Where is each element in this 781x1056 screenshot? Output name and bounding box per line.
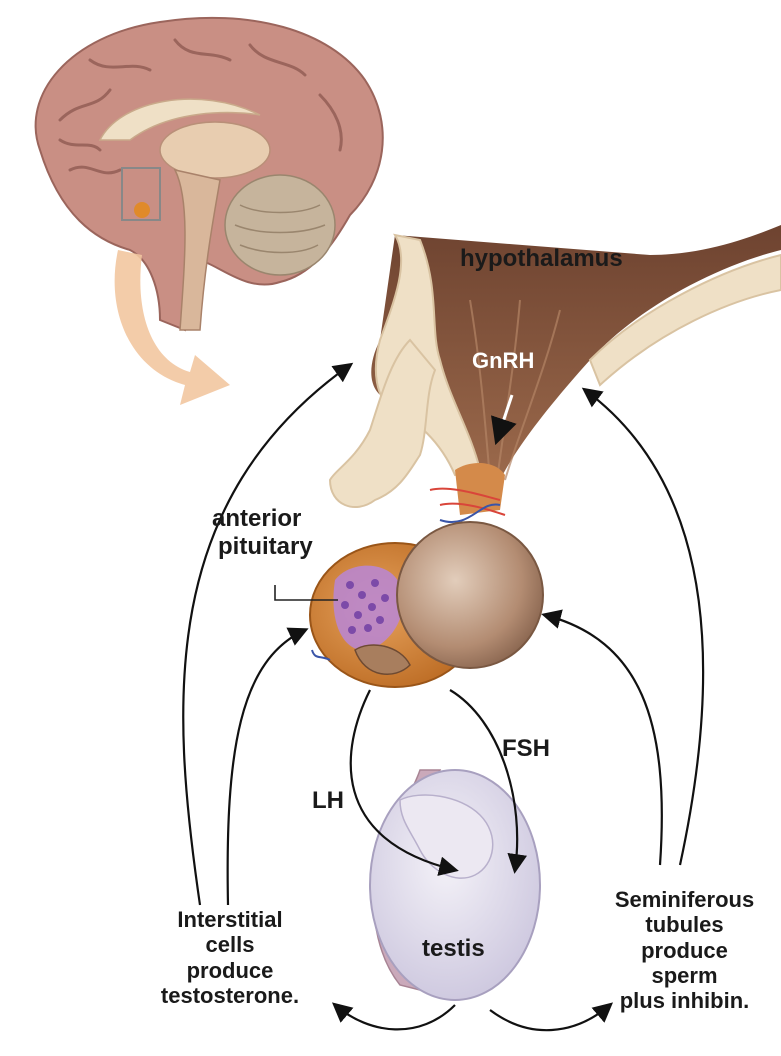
gnrh-label: GnRH [472, 348, 534, 373]
interstitial-line-4: testosterone. [135, 983, 325, 1008]
seminiferous-line-1: Seminiferous [592, 887, 777, 912]
seminiferous-line-4: sperm [592, 963, 777, 988]
seminiferous-tubules-label: Seminiferous tubules produce sperm plus … [592, 887, 777, 1013]
hypothalamus-label: hypothalamus [460, 245, 623, 273]
anterior-pituitary-line-2: pituitary [212, 533, 313, 561]
anterior-pituitary-line-1: anterior [212, 505, 313, 533]
seminiferous-line-2: tubules [592, 912, 777, 937]
seminiferous-line-5: plus inhibin. [592, 988, 777, 1013]
inhibin-to-pituitary-arrow [545, 615, 662, 865]
lh-label: LH [312, 787, 344, 815]
interstitial-cells-label: Interstitial cells produce testosterone. [135, 907, 325, 1008]
brain-illustration [36, 18, 383, 330]
testis-label: testis [422, 935, 485, 963]
interstitial-line-1: Interstitial [135, 907, 325, 932]
fsh-label: FSH [502, 735, 550, 763]
interstitial-line-3: produce [135, 958, 325, 983]
testosterone-to-pituitary-arrow [228, 630, 305, 905]
inhibin-to-hypothalamus-arrow [585, 390, 703, 865]
anterior-pituitary-label: anterior pituitary [212, 505, 313, 560]
seminiferous-line-3: produce [592, 938, 777, 963]
interstitial-line-2: cells [135, 932, 325, 957]
testosterone-output-arrow [335, 1005, 455, 1029]
